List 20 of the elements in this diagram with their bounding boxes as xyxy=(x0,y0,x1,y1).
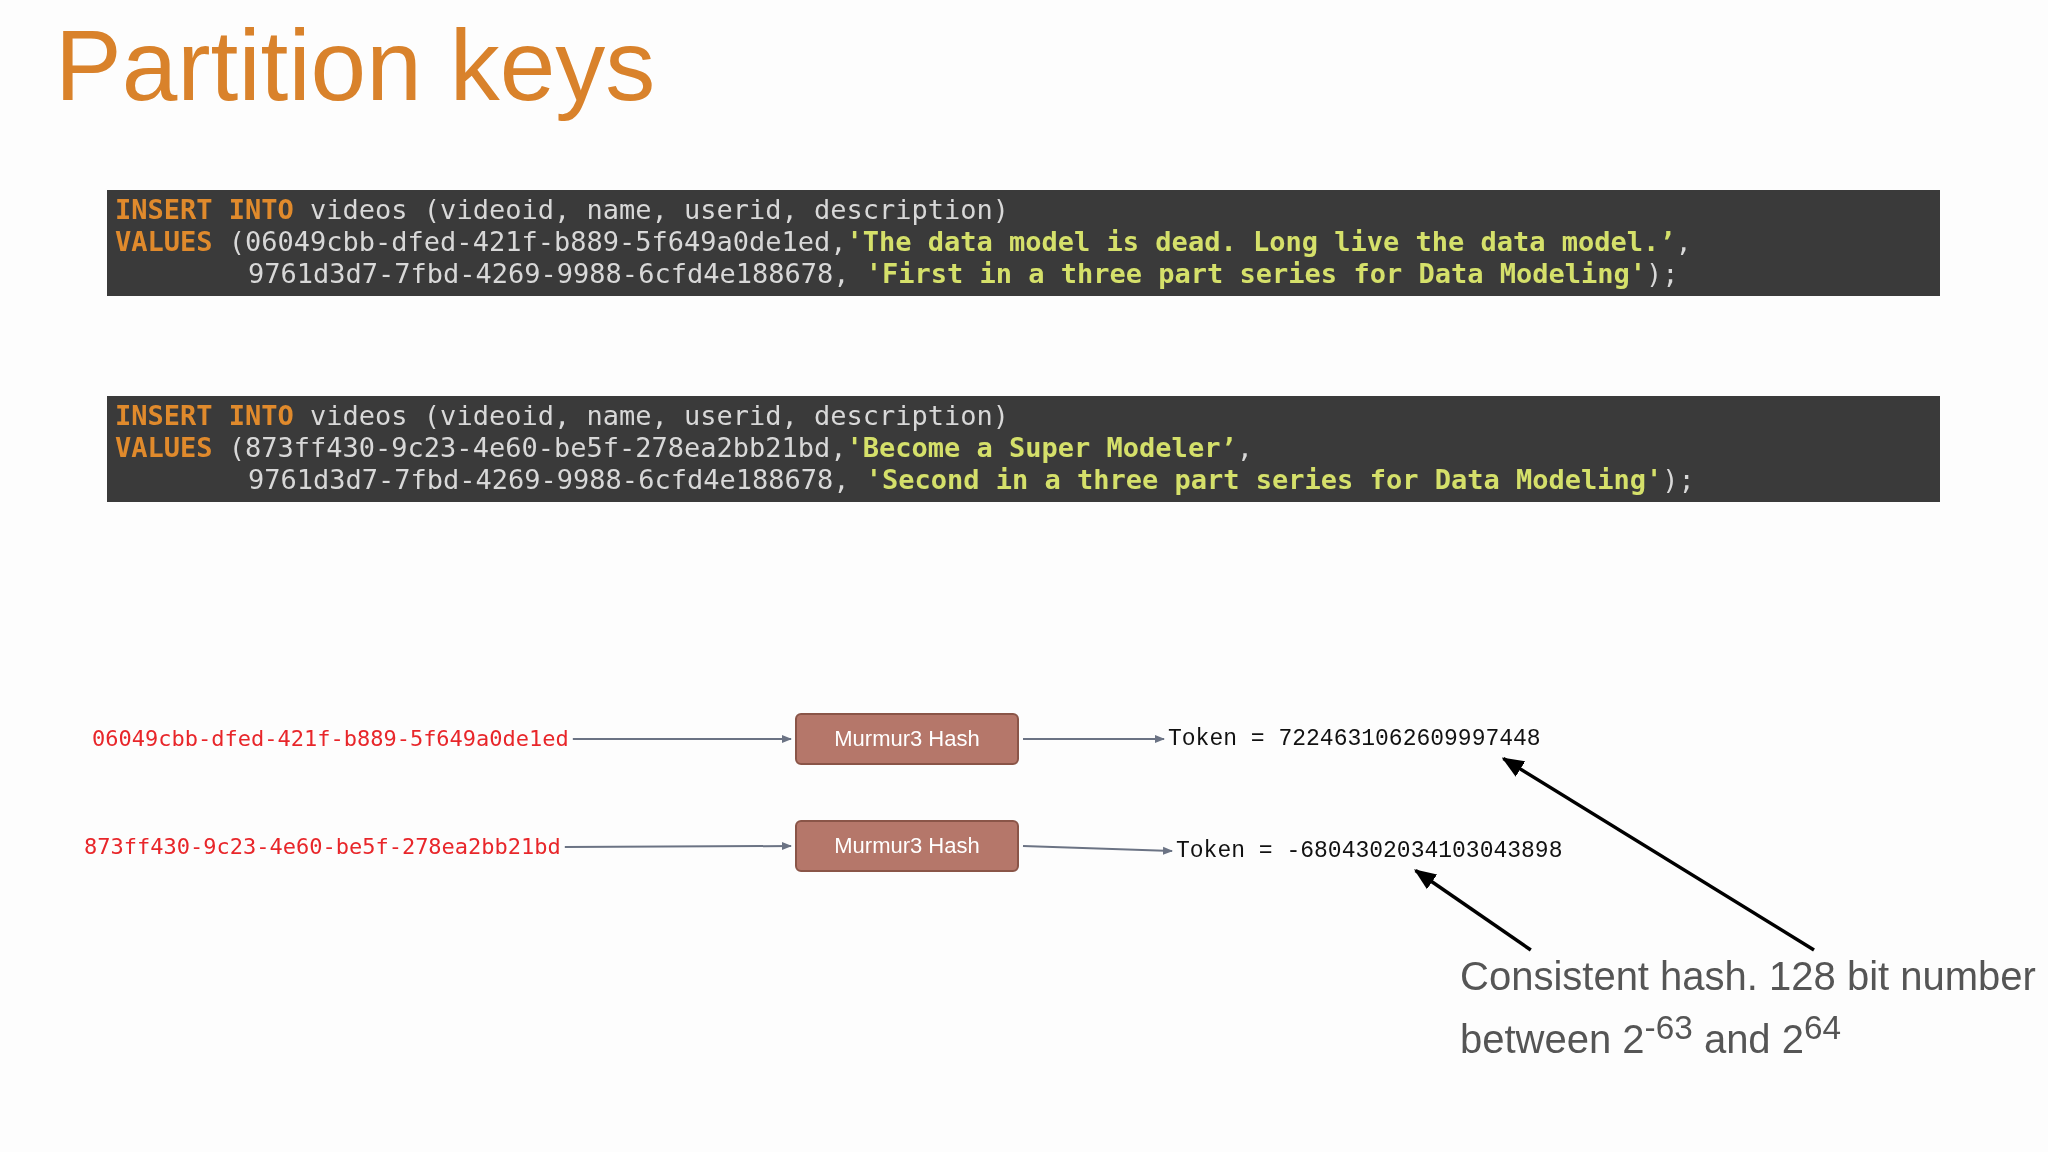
leader-arrow xyxy=(1413,869,1532,952)
code-line: VALUES (06049cbb-dfed-421f-b889-5f649a0de1ed,'The data model is dead. Long live the data model.’, xyxy=(114,226,1692,258)
leader-arrow xyxy=(1501,757,1815,952)
arrow xyxy=(1022,845,1173,855)
token-text: Token = 7224631062609997448 xyxy=(1168,724,1541,754)
token-text: Token = -6804302034103043898 xyxy=(1176,836,1563,866)
code-line: INSERT INTO videos (videoid, name, userid, description) xyxy=(114,400,1010,432)
key-text: 873ff430-9c23-4e60-be5f-278ea2bb21bd xyxy=(84,832,561,862)
hash-box: Murmur3 Hash xyxy=(795,713,1019,765)
slide-title: Partition keys xyxy=(55,8,656,123)
code-line: VALUES (873ff430-9c23-4e60-be5f-278ea2bb21bd,'Become a Super Modeler’, xyxy=(114,432,1253,464)
arrow xyxy=(563,842,792,851)
code-line: INSERT INTO videos (videoid, name, userid, description) xyxy=(114,194,1010,226)
key-text: 06049cbb-dfed-421f-b889-5f649a0de1ed xyxy=(92,724,569,754)
arrow xyxy=(1022,735,1165,743)
code-line: 9761d3d7-7fbd-4269-9988-6cfd4e188678, 'Second in a three part series for Data Modeling'); xyxy=(247,464,1695,496)
arrow xyxy=(571,735,792,743)
code-line: 9761d3d7-7fbd-4269-9988-6cfd4e188678, 'First in a three part series for Data Modeling'); xyxy=(247,258,1679,290)
note-text: Consistent hash. 128 bit number between 2$^{-63}$ and 2$^{64}$ xyxy=(1460,950,2048,1066)
hash-box: Murmur3 Hash xyxy=(795,820,1019,872)
